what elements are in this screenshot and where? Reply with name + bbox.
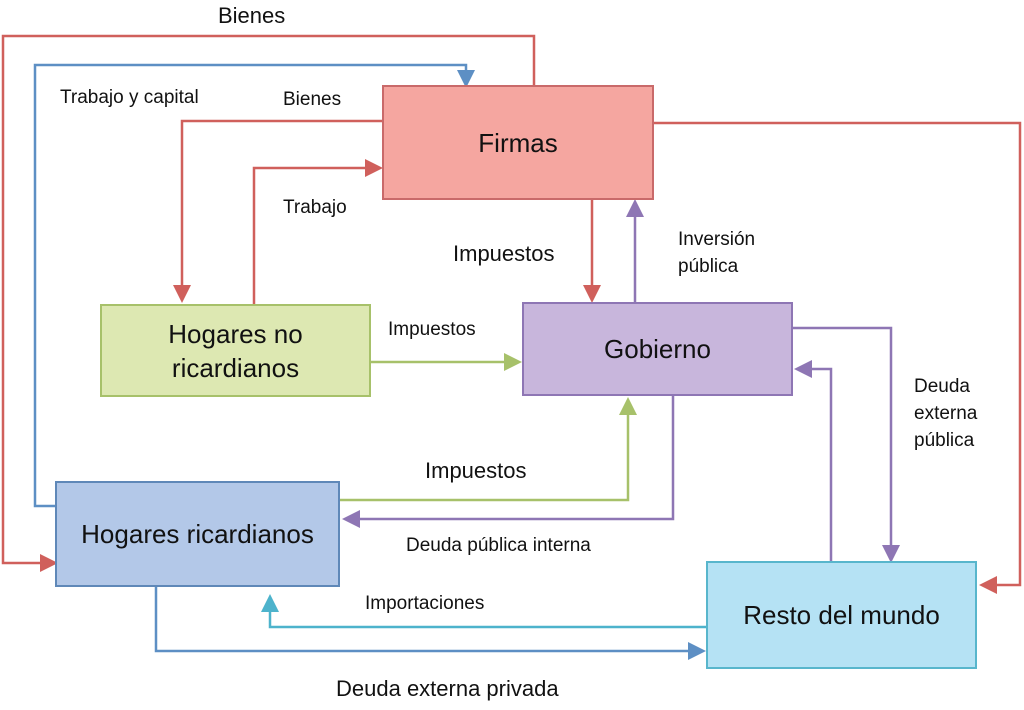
- edge-label-impuestos-hr: Impuestos: [425, 458, 527, 483]
- edge-label-deuda-publica-interna: Deuda pública interna: [406, 535, 591, 556]
- edge-bienes-firmas-hr-arrowhead: [40, 554, 58, 572]
- edge-label-impuestos-firmas: Impuestos: [453, 241, 555, 266]
- edge-label-inversion-publica: Inversión pública: [678, 229, 756, 277]
- edge-bienes-firmas-hnr: [180, 119, 382, 285]
- node-gobierno-label: Gobierno: [604, 334, 711, 364]
- edge-label-trabajo-y-capital: Trabajo y capital: [60, 87, 199, 108]
- edge-impuestos-hnr-arrowhead: [504, 353, 522, 371]
- node-resto-del-mundo: Resto del mundo: [706, 561, 977, 669]
- edge-deuda-externa-privada-arrowhead: [688, 642, 706, 660]
- edge-inversion-publica-arrowhead: [626, 199, 644, 217]
- edge-trabajo-arrowhead: [365, 159, 383, 177]
- edge-label-deuda-externa-publica: Deuda externa pública: [914, 376, 978, 451]
- edge-deuda-externa-privada: [154, 587, 688, 653]
- edge-label-importaciones: Importaciones: [365, 593, 485, 614]
- edge-impuestos-hr-arrowhead: [619, 397, 637, 415]
- edge-importaciones-arrowhead: [261, 594, 279, 612]
- node-firmas: Firmas: [382, 85, 654, 200]
- edge-deuda-externa-publica: [793, 326, 893, 545]
- edge-trabajo-capital: [33, 63, 468, 508]
- node-hogares-no-ricardianos-label: Hogares no ricardianos: [168, 318, 303, 383]
- edge-label-impuestos-hnr: Impuestos: [388, 319, 476, 340]
- edge-label-trabajo: Trabajo: [283, 197, 347, 218]
- edge-rm-gobierno: [812, 367, 833, 561]
- edge-firmas-rm: [654, 121, 1022, 587]
- node-gobierno: Gobierno: [522, 302, 793, 396]
- edge-deuda-publica-interna-arrowhead: [342, 510, 360, 528]
- edge-rm-gobierno-arrowhead: [794, 360, 812, 378]
- edge-importaciones: [268, 612, 706, 629]
- edge-deuda-publica-interna: [360, 396, 675, 521]
- node-firmas-label: Firmas: [478, 127, 558, 158]
- edge-label-bienes-hnr: Bienes: [283, 89, 342, 110]
- node-hogares-ricardianos: Hogares ricardianos: [55, 481, 340, 587]
- edge-label-bienes-top: Bienes: [218, 3, 286, 28]
- edge-deuda-externa-publica-arrowhead: [882, 545, 900, 563]
- node-hogares-no-ricardianos: Hogares no ricardianos: [100, 304, 371, 397]
- edge-label-deuda-externa-privada: Deuda externa privada: [336, 676, 559, 701]
- edge-trabajo: [252, 166, 365, 304]
- edge-bienes-firmas-hr: [1, 34, 536, 565]
- node-resto-del-mundo-label: Resto del mundo: [743, 600, 940, 630]
- edge-bienes-firmas-hnr-arrowhead: [173, 285, 191, 303]
- edge-impuestos-firmas-arrowhead: [583, 285, 601, 303]
- node-hogares-ricardianos-label: Hogares ricardianos: [81, 519, 314, 549]
- edge-trabajo-capital-arrowhead: [457, 70, 475, 88]
- edge-firmas-rm-arrowhead: [979, 576, 997, 594]
- edge-impuestos-hr: [340, 415, 630, 502]
